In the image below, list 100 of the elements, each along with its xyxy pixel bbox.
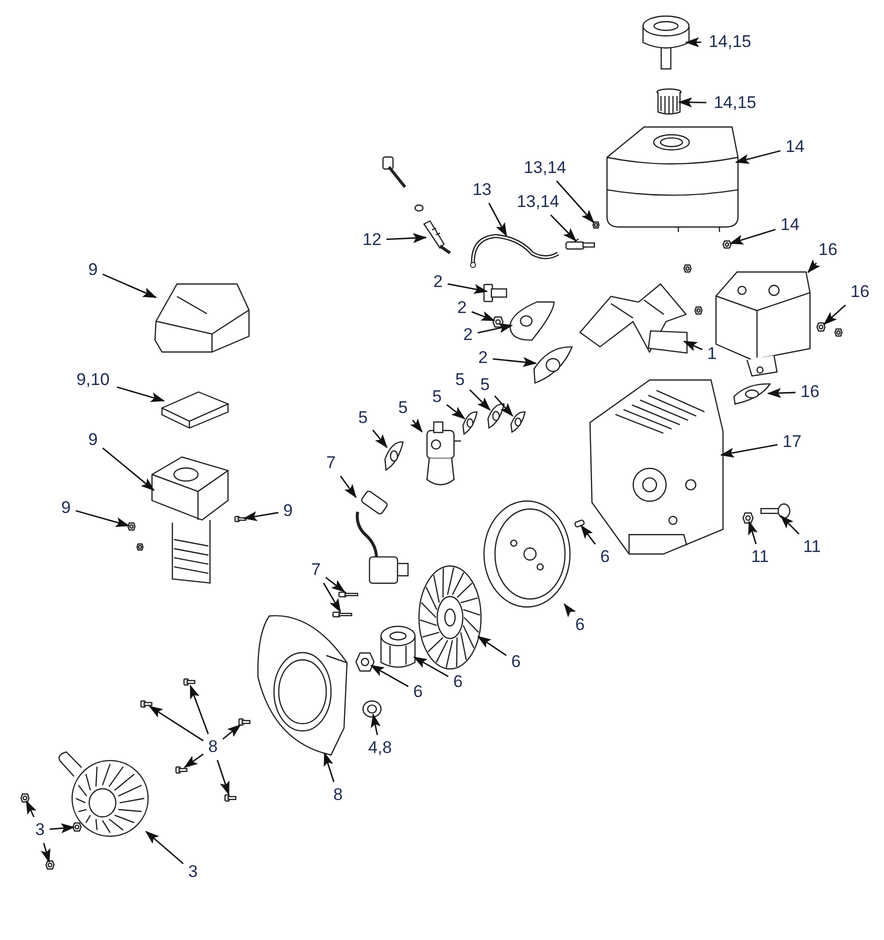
callout-number: 2 xyxy=(430,271,446,293)
gasket-drawing xyxy=(509,410,527,434)
callout-number: 6 xyxy=(410,681,426,703)
leader-arrow xyxy=(685,37,702,48)
callout-number: 16 xyxy=(816,239,840,261)
leader-arrow xyxy=(102,448,155,491)
leader-arrow xyxy=(184,753,204,768)
leader-arrow xyxy=(720,444,778,458)
callout-number: 6 xyxy=(572,614,588,636)
nut-icon xyxy=(816,322,826,332)
fuel-valve-drawing xyxy=(565,238,595,252)
nut-icon xyxy=(127,522,136,531)
gasket-drawing xyxy=(732,382,772,406)
leader-arrow xyxy=(190,684,209,734)
leader-arrow xyxy=(76,510,130,528)
callout-number: 13,14 xyxy=(511,191,565,213)
callout-number: 4,8 xyxy=(362,737,398,759)
leader-arrow xyxy=(729,228,776,244)
callout-number: 5 xyxy=(355,407,371,429)
pulley-icon xyxy=(362,700,382,718)
leader-arrow xyxy=(216,760,230,796)
leader-arrow xyxy=(807,259,820,274)
callout-number: 17 xyxy=(780,431,804,453)
drain-plug-drawing xyxy=(760,503,792,519)
bolt-icon xyxy=(238,716,250,728)
leader-arrow xyxy=(372,430,388,448)
callout-number: 14,15 xyxy=(708,92,762,114)
callout-number: 14,15 xyxy=(703,31,757,53)
leader-arrow xyxy=(222,724,242,740)
callout-number: 3 xyxy=(32,819,48,841)
leader-arrow xyxy=(413,656,449,678)
leader-arrow xyxy=(550,214,577,242)
nut-icon xyxy=(592,221,600,229)
callout-number: 7 xyxy=(323,452,339,474)
gasket-drawing xyxy=(461,410,479,436)
leader-arrow xyxy=(478,323,513,334)
bracket-drawing xyxy=(578,282,688,354)
callout-number: 8 xyxy=(330,784,346,806)
gasket-drawing xyxy=(486,402,506,430)
leader-arrow xyxy=(780,515,800,534)
leader-arrow xyxy=(370,664,409,688)
callout-number: 13 xyxy=(470,179,494,201)
leader-arrow xyxy=(477,636,507,656)
callout-number: 7 xyxy=(308,559,324,581)
leader-arrow xyxy=(678,97,706,108)
leader-arrow xyxy=(823,304,846,325)
filter-element-drawing xyxy=(160,390,230,430)
key-icon xyxy=(574,520,585,527)
leader-arrow xyxy=(469,389,491,411)
leader-arrow xyxy=(325,576,346,592)
leader-arrow xyxy=(494,395,514,417)
fuel-strainer-drawing xyxy=(655,88,683,116)
leader-arrow xyxy=(148,706,204,742)
flywheel-drawing xyxy=(483,500,571,608)
leader-arrow xyxy=(748,520,758,544)
leader-arrow xyxy=(564,603,576,618)
leader-arrow xyxy=(735,150,781,164)
nut-icon xyxy=(742,512,754,524)
air-filter-housing-drawing xyxy=(150,455,230,585)
leader-arrow xyxy=(448,283,488,294)
callout-number: 9,10 xyxy=(71,369,115,391)
callout-number: 13,14 xyxy=(518,157,572,179)
callout-number: 6 xyxy=(597,546,613,568)
callout-number: 5 xyxy=(452,369,468,391)
leader-arrow xyxy=(145,830,184,864)
leader-arrow xyxy=(767,388,796,398)
leader-arrow xyxy=(580,524,596,545)
bolt-icon xyxy=(140,698,152,710)
leader-arrow xyxy=(50,823,75,834)
callout-number: 14 xyxy=(778,214,802,236)
callout-number: 9 xyxy=(280,500,296,522)
spark-plug-drawing xyxy=(422,220,452,254)
leader-arrow xyxy=(340,476,357,498)
leader-arrow xyxy=(488,202,508,237)
nut-icon xyxy=(355,652,375,672)
leader-arrow xyxy=(102,274,157,298)
bolt-icon xyxy=(175,764,187,776)
fan-drawing xyxy=(418,565,482,670)
leader-arrow xyxy=(410,418,423,433)
callout-number: 9 xyxy=(58,497,74,519)
gasket-drawing xyxy=(383,440,405,472)
fuel-hose-drawing xyxy=(468,232,560,268)
callout-number: 6 xyxy=(508,651,524,673)
callout-number: 2 xyxy=(460,324,476,346)
bolt-icon xyxy=(338,590,358,599)
leader-arrow xyxy=(386,233,427,244)
callout-number: 9 xyxy=(85,259,101,281)
fuel-cap-drawing xyxy=(642,15,690,70)
leader-arrow xyxy=(324,752,334,782)
nut-icon xyxy=(722,240,732,249)
callout-number: 5 xyxy=(429,386,445,408)
leader-arrow xyxy=(556,180,595,224)
callout-number: 11 xyxy=(800,536,824,558)
callout-number: 8 xyxy=(205,736,221,758)
leader-arrow xyxy=(446,404,466,420)
callout-number: 5 xyxy=(477,374,493,396)
nut-icon xyxy=(492,316,504,328)
gasket-drawing xyxy=(532,345,574,385)
blower-housing-drawing xyxy=(255,612,350,757)
bolt-icon xyxy=(234,514,246,524)
